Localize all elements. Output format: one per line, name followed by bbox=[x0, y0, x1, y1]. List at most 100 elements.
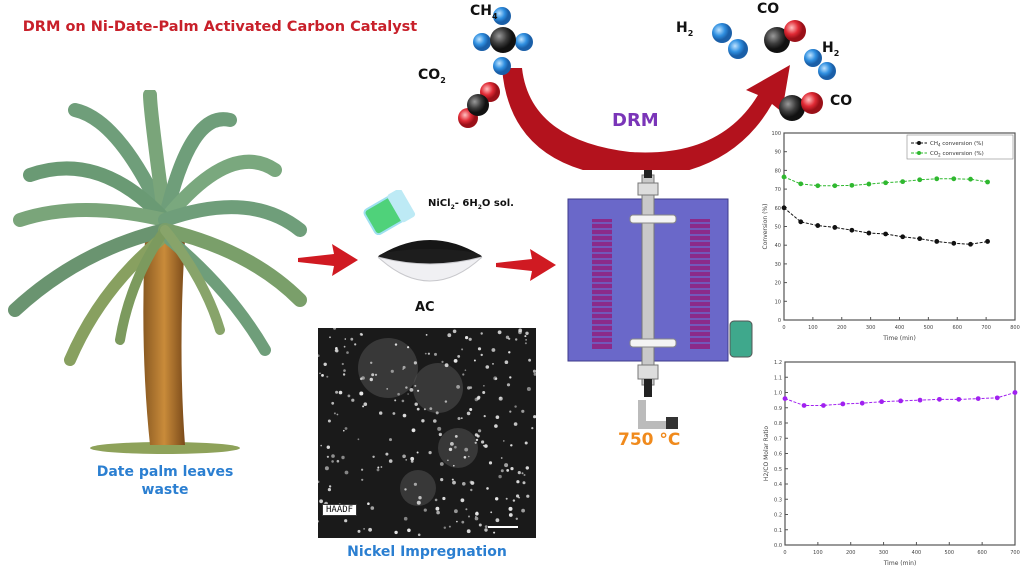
nickel-particle bbox=[493, 531, 496, 534]
nickel-particle bbox=[320, 444, 322, 447]
data-point bbox=[917, 236, 923, 242]
methane-label-text: CH bbox=[470, 3, 492, 19]
nickel-particle bbox=[367, 502, 370, 505]
nickel-particle bbox=[347, 394, 351, 398]
nickel-particle bbox=[341, 362, 344, 366]
nickel-particle bbox=[518, 330, 522, 335]
y-tick-label: 40 bbox=[775, 243, 781, 249]
data-point bbox=[832, 225, 838, 230]
nickel-particle bbox=[510, 444, 513, 447]
nickel-particle bbox=[417, 533, 421, 537]
nickel-particle bbox=[424, 352, 427, 355]
nickel-particle bbox=[486, 487, 489, 490]
nickel-particle bbox=[436, 510, 440, 515]
impregnation-label: Nickel Impregnation bbox=[347, 544, 507, 560]
x-tick-label: 500 bbox=[945, 550, 955, 556]
y-tick-label: 0.3 bbox=[774, 497, 782, 503]
y-tick-label: 0.0 bbox=[774, 543, 782, 549]
nickel-particle bbox=[477, 395, 481, 399]
nickel-particle bbox=[482, 391, 486, 394]
nickel-particle bbox=[516, 480, 520, 484]
nickel-particle bbox=[474, 397, 479, 402]
data-point bbox=[815, 223, 821, 228]
nickel-particle bbox=[498, 474, 502, 479]
data-point bbox=[859, 400, 865, 406]
arrow-ac-to-reactor bbox=[496, 249, 556, 281]
nickel-particle bbox=[454, 435, 458, 438]
nickel-particle bbox=[524, 335, 527, 338]
h2-label-1-sub: 2 bbox=[687, 28, 694, 38]
y-tick-label: 1.1 bbox=[774, 375, 782, 381]
nickel-particle bbox=[494, 424, 498, 428]
activated-carbon-bowl bbox=[377, 240, 483, 282]
y-tick-label: 20 bbox=[775, 281, 781, 287]
nickel-particle bbox=[336, 459, 340, 463]
nickel-particle bbox=[532, 369, 536, 373]
nickel-particle bbox=[402, 454, 406, 459]
nickel-particle bbox=[441, 360, 444, 363]
nickel-particle bbox=[491, 348, 496, 352]
y-axis-label: H2/CO Molar Ratio bbox=[763, 426, 770, 481]
nickel-particle bbox=[333, 328, 337, 330]
nickel-particle bbox=[326, 445, 330, 449]
date-palm-illustration bbox=[8, 90, 307, 454]
x-tick-label: 400 bbox=[912, 550, 922, 556]
nickel-particle bbox=[443, 526, 446, 529]
palm-trunk bbox=[143, 240, 185, 445]
nickel-particle bbox=[371, 373, 375, 377]
h2-label-1: H2 bbox=[676, 20, 693, 38]
nickel-particle bbox=[372, 455, 375, 458]
data-point bbox=[801, 403, 807, 408]
nickel-particle bbox=[508, 337, 511, 340]
nickel-particle bbox=[386, 388, 389, 390]
nickel-particle bbox=[376, 468, 380, 472]
y-tick-label: 0.6 bbox=[774, 452, 782, 458]
y-tick-label: 0.4 bbox=[774, 482, 782, 488]
nickel-particle bbox=[521, 508, 525, 513]
haadf-micrograph bbox=[318, 328, 536, 538]
arrow-palm-to-ac bbox=[298, 244, 358, 276]
data-point bbox=[866, 181, 872, 187]
data-point bbox=[917, 397, 923, 403]
outlet-pipe bbox=[638, 400, 668, 429]
x-tick-label: 800 bbox=[1010, 325, 1020, 331]
co-label-2: CO bbox=[830, 93, 852, 109]
nickel-particle bbox=[344, 519, 348, 523]
data-point bbox=[883, 180, 889, 186]
data-point bbox=[900, 234, 906, 240]
data-point bbox=[866, 230, 872, 236]
nickel-particle bbox=[463, 456, 467, 459]
nickel-particle bbox=[327, 488, 331, 492]
nickel-particle bbox=[497, 330, 502, 335]
nickel-particle bbox=[357, 438, 360, 441]
nickel-particle bbox=[460, 498, 465, 503]
nickel-particle bbox=[483, 385, 485, 387]
x-tick-label: 300 bbox=[879, 550, 889, 556]
nickel-particle bbox=[440, 478, 444, 482]
x-tick-label: 700 bbox=[1010, 550, 1020, 556]
nickel-particle bbox=[394, 343, 398, 346]
y-tick-label: 90 bbox=[775, 150, 781, 156]
carbon-monoxide-molecule-2 bbox=[779, 92, 823, 121]
nickel-particle bbox=[344, 427, 348, 430]
nickel-particle bbox=[329, 336, 331, 339]
nickel-particle bbox=[484, 444, 488, 448]
nickel-particle bbox=[414, 402, 418, 406]
nickel-particle bbox=[336, 413, 339, 416]
nickel-particle bbox=[524, 342, 527, 345]
nickel-particle bbox=[417, 389, 420, 392]
data-point bbox=[934, 239, 940, 244]
nickel-particle bbox=[457, 355, 461, 358]
nickel-particle bbox=[410, 460, 414, 463]
nickel-particle bbox=[475, 438, 479, 442]
nickel-particle bbox=[513, 422, 518, 426]
nickel-particle bbox=[460, 417, 463, 419]
nickel-particle bbox=[335, 349, 339, 353]
x-tick-label: 0 bbox=[783, 550, 786, 556]
nickel-particle bbox=[483, 415, 486, 418]
nickel-particle bbox=[344, 470, 349, 475]
nickel-particle bbox=[321, 374, 324, 377]
nickel-particle bbox=[413, 482, 417, 486]
nickel-particle bbox=[423, 508, 427, 512]
nickel-particle bbox=[377, 466, 380, 469]
